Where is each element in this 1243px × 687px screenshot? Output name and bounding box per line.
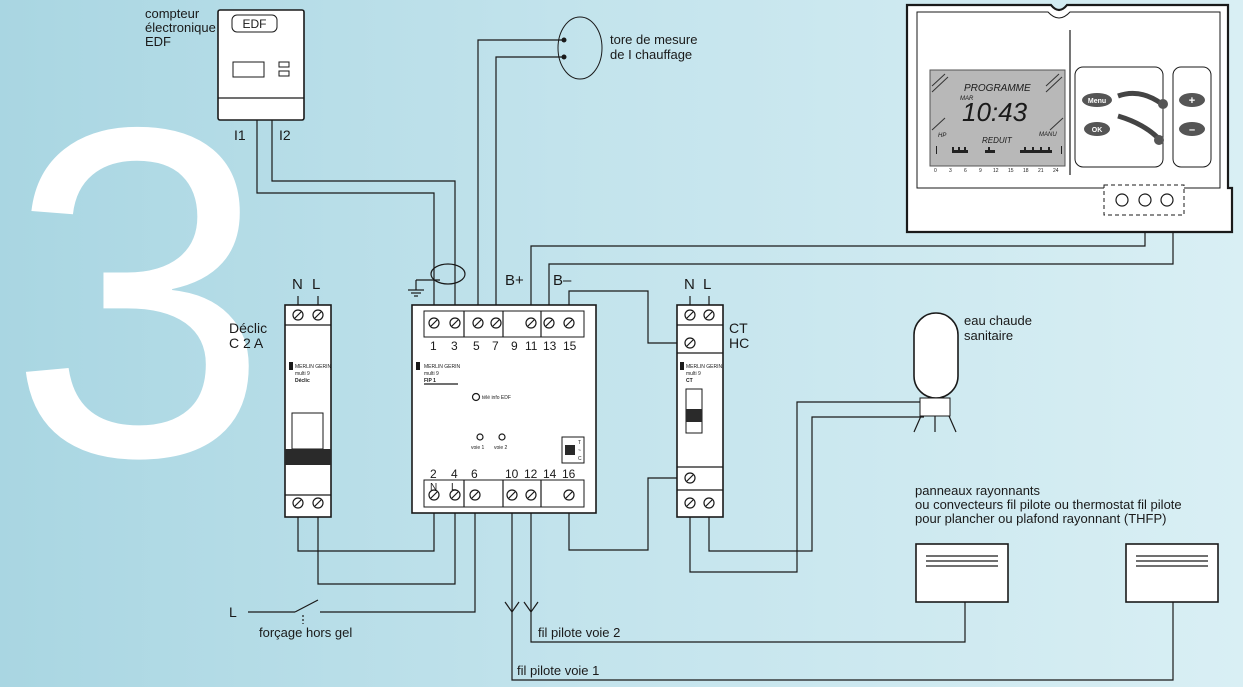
scale-3: 3 bbox=[949, 168, 952, 174]
fip-b16: 16 bbox=[562, 467, 576, 481]
measurement-torus bbox=[557, 16, 603, 80]
fip-t15: 15 bbox=[563, 339, 577, 353]
ct-label-2: HC bbox=[729, 335, 749, 351]
scale-9: 9 bbox=[979, 168, 982, 174]
fip-b4: 4 bbox=[451, 467, 458, 481]
fip-t3: 3 bbox=[451, 339, 458, 353]
declic-range: multi 9 bbox=[295, 371, 310, 377]
menu-button-label: Menu bbox=[1088, 98, 1106, 105]
fip-brand: MERLIN GERIN bbox=[424, 364, 461, 370]
fip-switch-t: T bbox=[578, 440, 581, 446]
l-input-label: L bbox=[229, 604, 237, 620]
edf-meter: EDF bbox=[217, 9, 305, 121]
ct-model: CT bbox=[686, 378, 693, 384]
fip-b10: 10 bbox=[505, 467, 519, 481]
ct-term-l: L bbox=[703, 276, 711, 293]
meter-terminal-1: I1 bbox=[234, 127, 246, 143]
meter-badge: EDF bbox=[243, 17, 267, 31]
torus-label-1: tore de mesure bbox=[610, 32, 697, 47]
bus-b-minus: B– bbox=[553, 272, 572, 289]
pilote1-label: fil pilote voie 1 bbox=[517, 663, 599, 678]
panels-label-2: ou convecteurs fil pilote ou thermostat … bbox=[915, 497, 1182, 512]
fip-bottom-n: N bbox=[430, 482, 437, 493]
programmer-ok-button[interactable]: OK bbox=[1084, 122, 1110, 136]
ct-term-n: N bbox=[684, 276, 695, 293]
meter-terminal-2: I2 bbox=[279, 127, 291, 143]
water-heater bbox=[913, 312, 959, 433]
fip-voie2: voie 2 bbox=[494, 445, 508, 451]
programmer-terminal-block bbox=[1103, 184, 1185, 216]
programmer-minus-button[interactable]: – bbox=[1179, 122, 1205, 136]
fip-model: FIP 1 bbox=[424, 378, 436, 384]
bus-b-plus: B+ bbox=[505, 272, 524, 289]
lcd-reduit: REDUIT bbox=[982, 136, 1013, 145]
scale-0: 0 bbox=[934, 168, 937, 174]
meter-label-1: compteur bbox=[145, 6, 200, 21]
fip-led-label: télé info EDF bbox=[482, 395, 511, 401]
fip-t13: 13 bbox=[543, 339, 557, 353]
fip-t7: 7 bbox=[492, 339, 499, 353]
scale-6: 6 bbox=[964, 168, 967, 174]
declic-model: Déclic bbox=[295, 378, 310, 384]
forcage-label: forçage hors gel bbox=[259, 625, 352, 640]
fip-b14: 14 bbox=[543, 467, 557, 481]
fip-t9: 9 bbox=[511, 339, 518, 353]
fip-switch-c: C bbox=[578, 456, 582, 462]
water-heater-label-2: sanitaire bbox=[964, 328, 1013, 343]
programmer-device: PROGRAMME MAR 10:43 HP REDUIT MANU 0 3 6… bbox=[905, 3, 1234, 234]
ok-button-label: OK bbox=[1092, 127, 1103, 134]
programmer-plus-button[interactable]: + bbox=[1179, 93, 1205, 107]
fip-t5: 5 bbox=[473, 339, 480, 353]
meter-label-3: EDF bbox=[145, 34, 171, 49]
panels-label-1: panneaux rayonnants bbox=[915, 483, 1041, 498]
radiant-panel-2 bbox=[1125, 543, 1219, 603]
ct-range: multi 9 bbox=[686, 371, 701, 377]
fip-voie1: voie 1 bbox=[471, 445, 485, 451]
radiant-panel-1 bbox=[915, 543, 1009, 603]
scale-15: 15 bbox=[1008, 168, 1014, 174]
lcd-time: 10:43 bbox=[962, 97, 1028, 127]
ct-brand: MERLIN GERIN bbox=[686, 364, 723, 370]
panels-label-3: pour plancher ou plafond rayonnant (THFP… bbox=[915, 511, 1166, 526]
lcd-mode: PROGRAMME bbox=[964, 83, 1031, 94]
minus-button-label: – bbox=[1189, 124, 1195, 136]
fip-module: MERLIN GERIN multi 9 FIP 1 télé info EDF… bbox=[411, 304, 597, 514]
lcd-scale: 0 3 6 9 12 15 18 21 24 bbox=[934, 168, 1059, 174]
fip-range: multi 9 bbox=[424, 371, 439, 377]
declic-term-l: L bbox=[312, 276, 320, 293]
fip-b2: 2 bbox=[430, 467, 437, 481]
declic-term-n: N bbox=[292, 276, 303, 293]
fip-b12: 12 bbox=[524, 467, 538, 481]
ct-label-1: CT bbox=[729, 320, 748, 336]
fip-bottom-terminal-numbers: 2 4 6 10 12 14 16 N L bbox=[430, 467, 576, 493]
scale-18: 18 bbox=[1023, 168, 1029, 174]
fip-bottom-l: L bbox=[451, 482, 457, 493]
wires bbox=[248, 39, 1174, 681]
fip-top-terminal-numbers: 1 3 5 7 9 11 13 15 bbox=[430, 339, 577, 353]
fip-t11: 11 bbox=[525, 339, 538, 353]
ct-contactor: MERLIN GERIN multi 9 CT bbox=[676, 304, 724, 518]
declic-brand: MERLIN GERIN bbox=[295, 364, 332, 370]
fip-t1: 1 bbox=[430, 339, 437, 353]
lcd-hp: HP bbox=[938, 133, 946, 139]
meter-label-2: électronique bbox=[145, 20, 216, 35]
scale-12: 12 bbox=[993, 168, 999, 174]
lcd-day: MAR bbox=[960, 96, 974, 102]
scale-21: 21 bbox=[1038, 168, 1044, 174]
lcd-manu: MANU bbox=[1039, 132, 1057, 138]
programmer-menu-button[interactable]: Menu bbox=[1082, 93, 1112, 107]
fip-switch-mid: ~ bbox=[578, 448, 581, 454]
pilote2-label: fil pilote voie 2 bbox=[538, 625, 620, 640]
declic-breaker: MERLIN GERIN multi 9 Déclic bbox=[284, 304, 332, 518]
declic-label-2: C 2 A bbox=[229, 335, 264, 351]
plus-button-label: + bbox=[1189, 95, 1195, 107]
water-heater-label-1: eau chaude bbox=[964, 313, 1032, 328]
scale-24: 24 bbox=[1053, 168, 1059, 174]
torus-label-2: de I chauffage bbox=[610, 47, 692, 62]
declic-label-1: Déclic bbox=[229, 320, 267, 336]
fip-b6: 6 bbox=[471, 467, 478, 481]
